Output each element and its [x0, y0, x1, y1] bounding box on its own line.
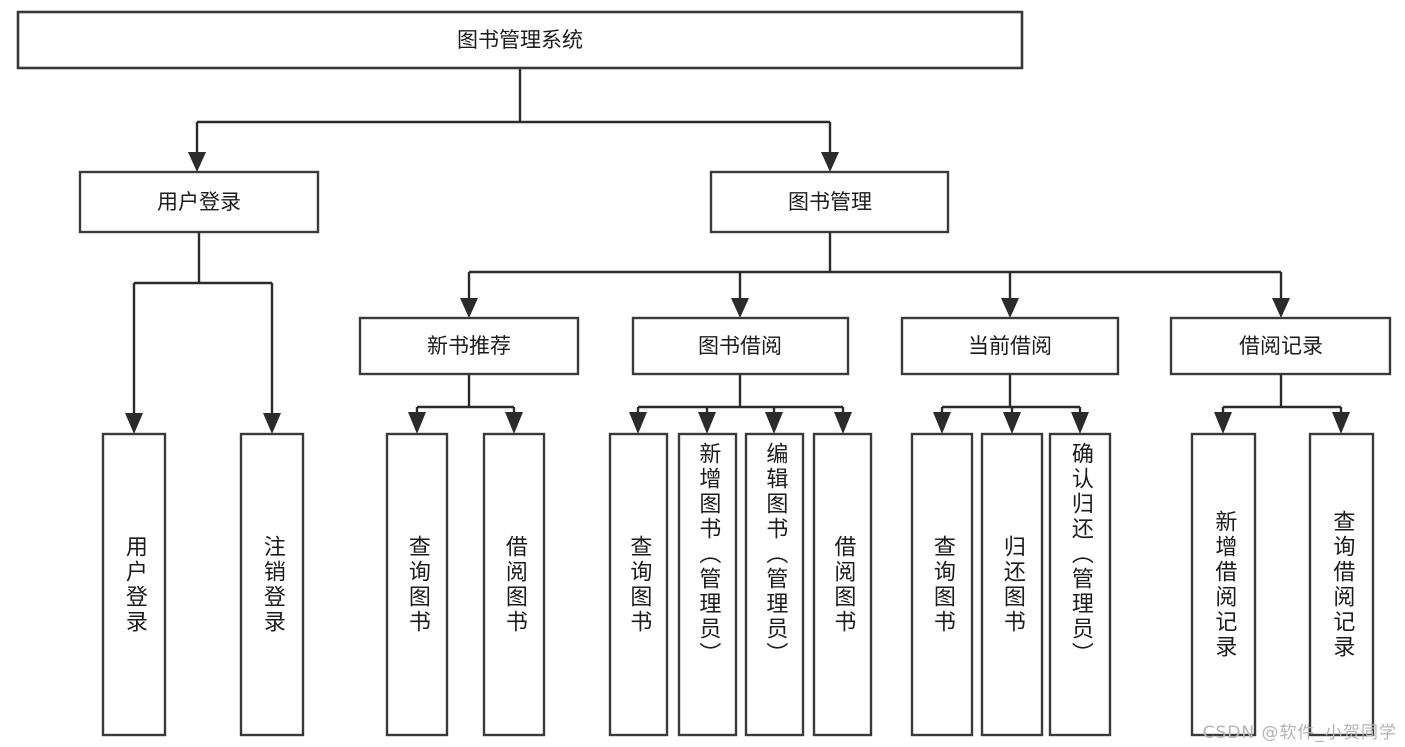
- borrow-record-label: 借阅记录: [1239, 334, 1323, 358]
- leaf-edit-book-box[interactable]: [744, 432, 805, 737]
- leaf-borrow-book-1-box[interactable]: [482, 432, 546, 737]
- node-new-book-recommend[interactable]: 新书推荐: [358, 316, 580, 376]
- arrow-to-leaf-query-record: [1332, 412, 1350, 434]
- node-borrow-record[interactable]: 借阅记录: [1169, 316, 1392, 376]
- arrow-to-leaf-edit-book: [765, 412, 783, 434]
- watermark: CSDN @软件_小贺同学: [1202, 723, 1397, 743]
- arrow-to-leaf-query-book-3: [933, 412, 951, 434]
- arrow-to-new-book-recommend: [460, 298, 478, 318]
- arrow-to-leaf-add-record: [1214, 412, 1232, 434]
- arrow-to-current-borrow: [1001, 298, 1019, 318]
- arrow-to-borrow-record: [1272, 298, 1290, 318]
- leaf-add-record-box[interactable]: [1190, 432, 1257, 737]
- leaf-add-book-box[interactable]: [677, 432, 738, 737]
- leaf-confirm-return-box[interactable]: [1048, 432, 1112, 737]
- arrow-to-leaf-return-book: [1003, 412, 1021, 434]
- leaf-box-layer: [101, 432, 1375, 737]
- node-user-login[interactable]: 用户登录: [78, 170, 320, 234]
- arrow-to-leaf-confirm-return: [1071, 412, 1089, 434]
- arrow-to-leaf-query-book-2: [629, 412, 647, 434]
- connector-root-trunk: [195, 68, 832, 155]
- new-book-recommend-label: 新书推荐: [427, 334, 511, 358]
- leaf-return-book-box[interactable]: [980, 432, 1044, 737]
- connector-current-borrow-trunk: [940, 374, 1082, 417]
- arrow-to-book-manage: [821, 152, 839, 172]
- connector-user-login-trunk: [132, 232, 274, 417]
- leaf-logout-box[interactable]: [239, 432, 305, 737]
- connector-layer: [125, 68, 1350, 434]
- arrow-to-leaf-query-book-1: [408, 412, 426, 434]
- user-login-box[interactable]: [78, 170, 320, 234]
- connector-book-manage-trunk: [467, 232, 1283, 301]
- book-borrow-box[interactable]: [631, 316, 850, 376]
- leaf-query-book-1-box[interactable]: [385, 432, 449, 737]
- root-label: 图书管理系统: [457, 28, 583, 52]
- current-borrow-label: 当前借阅: [968, 334, 1052, 358]
- arrow-to-leaf-borrow-book-1: [505, 412, 523, 434]
- new-book-recommend-box[interactable]: [358, 316, 580, 376]
- arrow-to-leaf-user-login: [125, 413, 143, 434]
- node-book-manage[interactable]: 图书管理: [709, 170, 950, 234]
- leaf-borrow-book-2-box[interactable]: [812, 432, 873, 737]
- connector-new-book-recommend-trunk: [415, 374, 516, 417]
- arrow-to-book-borrow: [731, 298, 749, 318]
- current-borrow-box[interactable]: [900, 316, 1120, 376]
- leaf-query-book-3-box[interactable]: [910, 432, 974, 737]
- leaf-user-login-box[interactable]: [101, 432, 167, 737]
- node-book-borrow[interactable]: 图书借阅: [631, 316, 850, 376]
- book-manage-box[interactable]: [709, 170, 950, 234]
- arrow-to-user-login: [188, 152, 206, 172]
- leaf-query-record-box[interactable]: [1308, 432, 1375, 737]
- connector-borrow-record-trunk: [1221, 374, 1343, 417]
- arrow-to-leaf-add-book: [698, 412, 716, 434]
- arrow-to-leaf-borrow-book-2: [834, 412, 852, 434]
- node-root[interactable]: 图书管理系统: [16, 10, 1024, 70]
- node-current-borrow[interactable]: 当前借阅: [900, 316, 1120, 376]
- book-manage-label: 图书管理: [788, 190, 872, 214]
- connector-book-borrow-trunk: [636, 374, 845, 417]
- borrow-record-box[interactable]: [1169, 316, 1392, 376]
- root-box[interactable]: [16, 10, 1024, 70]
- user-login-label: 用户登录: [157, 190, 241, 214]
- leaf-query-book-2-box[interactable]: [608, 432, 669, 737]
- arrow-to-leaf-logout: [263, 413, 281, 434]
- book-borrow-label: 图书借阅: [698, 334, 782, 358]
